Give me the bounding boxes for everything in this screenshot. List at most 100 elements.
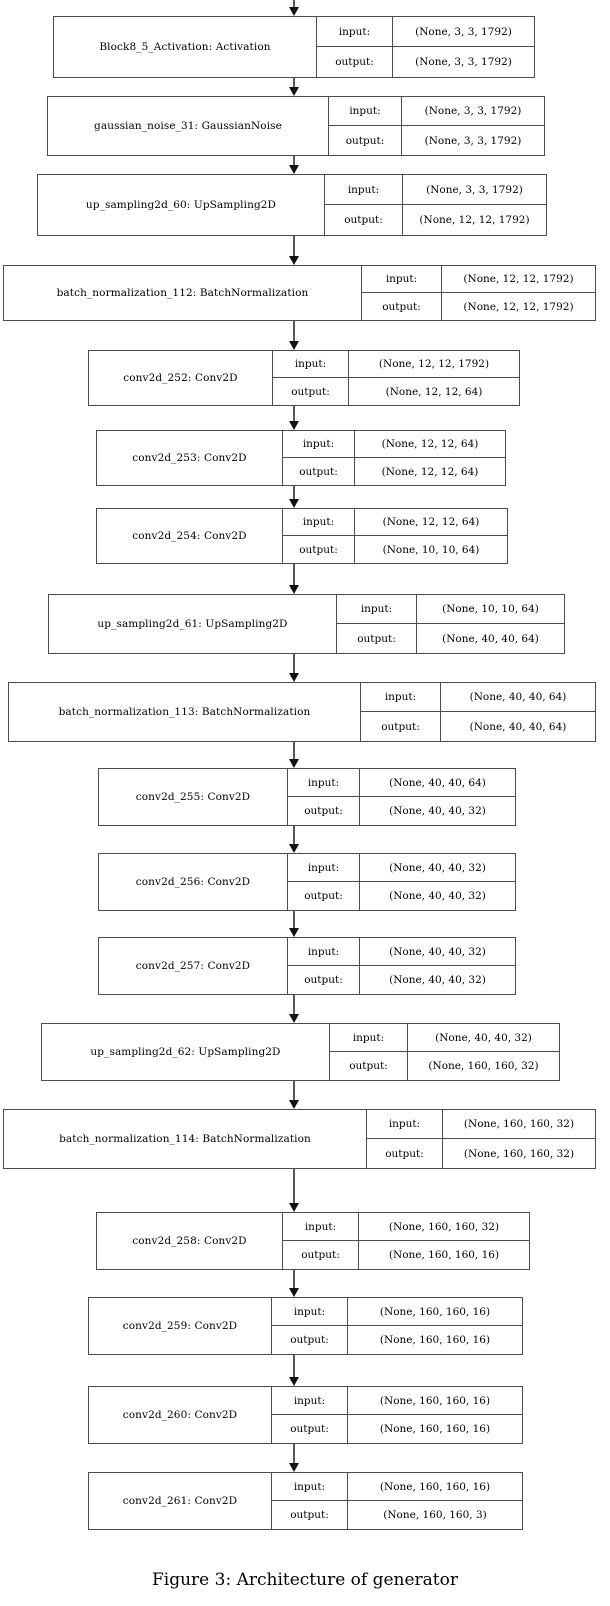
- input-label: input:: [273, 351, 349, 377]
- arrow-head-icon: [289, 928, 299, 937]
- arrow-line: [293, 406, 295, 423]
- output-label: output:: [288, 797, 360, 825]
- layer-name-label: conv2d_255: Conv2D: [99, 769, 288, 825]
- layer-input-row: input: (None, 3, 3, 1792): [325, 175, 546, 205]
- arrow-line: [293, 1444, 295, 1465]
- output-label: output:: [317, 47, 393, 77]
- layer-name-label: conv2d_256: Conv2D: [99, 854, 288, 910]
- layer-input-row: input:(None, 160, 160, 32): [283, 1213, 529, 1241]
- layer-io-table: input: (None, 160, 160, 32)output:(None, …: [367, 1110, 595, 1168]
- arrow-head-icon: [289, 1203, 299, 1212]
- input-label: input:: [329, 97, 402, 125]
- layer-io-table: input:(None, 3, 3, 1792)output:(None, 3,…: [329, 97, 544, 155]
- layer-name-label: conv2d_260: Conv2D: [89, 1387, 272, 1443]
- layer-name-label: batch_normalization_112: BatchNormalizat…: [4, 266, 362, 320]
- output-shape-value: (None, 40, 40, 32): [389, 805, 486, 817]
- arrow-head-icon: [289, 844, 299, 853]
- input-shape-value: (None, 3, 3, 1792): [415, 25, 512, 38]
- output-label: output:: [288, 966, 360, 994]
- input-shape-value: (None, 12, 12, 1792): [378, 358, 490, 370]
- input-shape-value: (None, 12, 12, 64): [382, 516, 480, 528]
- layer-input-row: input:(None, 12, 12, 64): [283, 431, 505, 458]
- layer-input-row: input:(None, 40, 40, 64): [288, 769, 515, 797]
- output-label: output:: [325, 205, 403, 235]
- input-shape-value: (None, 40, 40, 32): [389, 945, 486, 958]
- layer-io-table: input:(None, 160, 160, 16)output:(None, …: [272, 1387, 522, 1443]
- output-shape-value: (None, 160, 160, 3): [383, 1509, 487, 1521]
- layer-output-row: output:(None, 160, 160, 32): [367, 1139, 595, 1168]
- input-label: input:: [283, 509, 355, 535]
- input-label: input:: [361, 683, 441, 711]
- arrow-line: [293, 742, 295, 761]
- layer-name-label: conv2d_259: Conv2D: [89, 1298, 272, 1354]
- layer-io-table: input:(None, 40, 40, 32)output:(None, 40…: [288, 854, 515, 910]
- layer-input-row: input:(None, 160, 160, 16): [272, 1387, 522, 1415]
- arrow-line: [293, 654, 295, 675]
- arrow-line: [293, 1081, 295, 1102]
- output-shape-value: (None, 40, 40, 64): [442, 632, 539, 645]
- output-shape-value: (None, 3, 3, 1792): [415, 56, 512, 68]
- input-shape-value: (None, 10, 10, 64): [442, 603, 539, 615]
- layer-name-label: up_sampling2d_61: UpSampling2D: [49, 595, 337, 653]
- output-shape-value: (None, 12, 12, 64): [381, 465, 479, 478]
- layer-output-row: output: (None, 3, 3, 1792): [317, 47, 534, 77]
- layer-node-batch_normalization_114: batch_normalization_114: BatchNormalizat…: [3, 1109, 596, 1169]
- layer-output-row: output:(None, 160, 160, 3): [272, 1501, 522, 1529]
- arrow-line: [293, 564, 295, 587]
- output-shape-value: (None, 160, 160, 16): [388, 1249, 500, 1261]
- arrow-head-icon: [289, 341, 299, 350]
- output-shape-value: (None, 12, 12, 1792): [463, 300, 574, 313]
- layer-name-label: Block8_5_Activation: Activation: [54, 17, 317, 77]
- layer-output-row: output:(None, 12, 12, 1792): [362, 293, 595, 320]
- arrow-line: [293, 1355, 295, 1379]
- layer-io-table: input:(None, 12, 12, 64)output: (None, 12…: [283, 431, 505, 485]
- arrow-line: [293, 156, 295, 167]
- input-label: input:: [272, 1298, 348, 1325]
- arrow-head-icon: [289, 7, 299, 16]
- output-label: output:: [288, 882, 360, 910]
- input-shape-value: (None, 40, 40, 32): [435, 1031, 532, 1044]
- output-shape-value: (None, 10, 10, 64): [382, 543, 480, 556]
- arrow-line: [293, 1270, 295, 1290]
- layer-io-table: input:(None, 160, 160, 32)output: (None, …: [283, 1213, 529, 1269]
- input-label: input:: [283, 431, 355, 457]
- input-label: input:: [362, 266, 442, 292]
- layer-input-row: input:(None, 3, 3, 1792): [317, 17, 534, 47]
- input-label: input:: [367, 1110, 443, 1138]
- output-label: output:: [272, 1326, 348, 1354]
- output-shape-value: (None, 12, 12, 64): [385, 385, 483, 398]
- layer-name-label: batch_normalization_114: BatchNormalizat…: [4, 1110, 367, 1168]
- input-label: input:: [325, 175, 403, 204]
- output-label: output:: [283, 1241, 359, 1269]
- figure-caption: Figure 3: Architecture of generator: [151, 1570, 459, 1590]
- layer-io-table: input:(None, 40, 40, 32)output: (None, 40…: [288, 938, 515, 994]
- layer-input-row: input: (None, 12, 12, 1792): [273, 351, 519, 378]
- arrow-head-icon: [289, 673, 299, 682]
- input-shape-value: (None, 3, 3, 1792): [426, 183, 523, 196]
- layer-output-row: output: (None, 12, 12, 64): [283, 458, 505, 485]
- output-shape-value: (None, 160, 160, 32): [463, 1147, 575, 1160]
- input-label: input:: [272, 1387, 348, 1414]
- input-label: input:: [283, 1213, 359, 1240]
- layer-io-table: input: (None, 12, 12, 64) output: (None, 10…: [283, 509, 507, 563]
- output-label: output:: [283, 536, 355, 563]
- layer-input-row: input:(None, 10, 10, 64): [337, 595, 564, 624]
- output-shape-value: (None, 160, 160, 16): [379, 1334, 491, 1346]
- layer-input-row: input:(None, 40, 40, 32): [288, 938, 515, 966]
- layer-name-label: conv2d_258: Conv2D: [97, 1213, 283, 1269]
- arrow-line: [293, 1169, 295, 1205]
- output-label: output:: [283, 458, 355, 485]
- arrow-line: [293, 486, 295, 501]
- layer-io-table: input: (None, 12, 12, 1792)output:(None, …: [362, 266, 595, 320]
- output-shape-value: (None, 3, 3, 1792): [424, 134, 522, 147]
- layer-name-label: up_sampling2d_60: UpSampling2D: [38, 175, 325, 235]
